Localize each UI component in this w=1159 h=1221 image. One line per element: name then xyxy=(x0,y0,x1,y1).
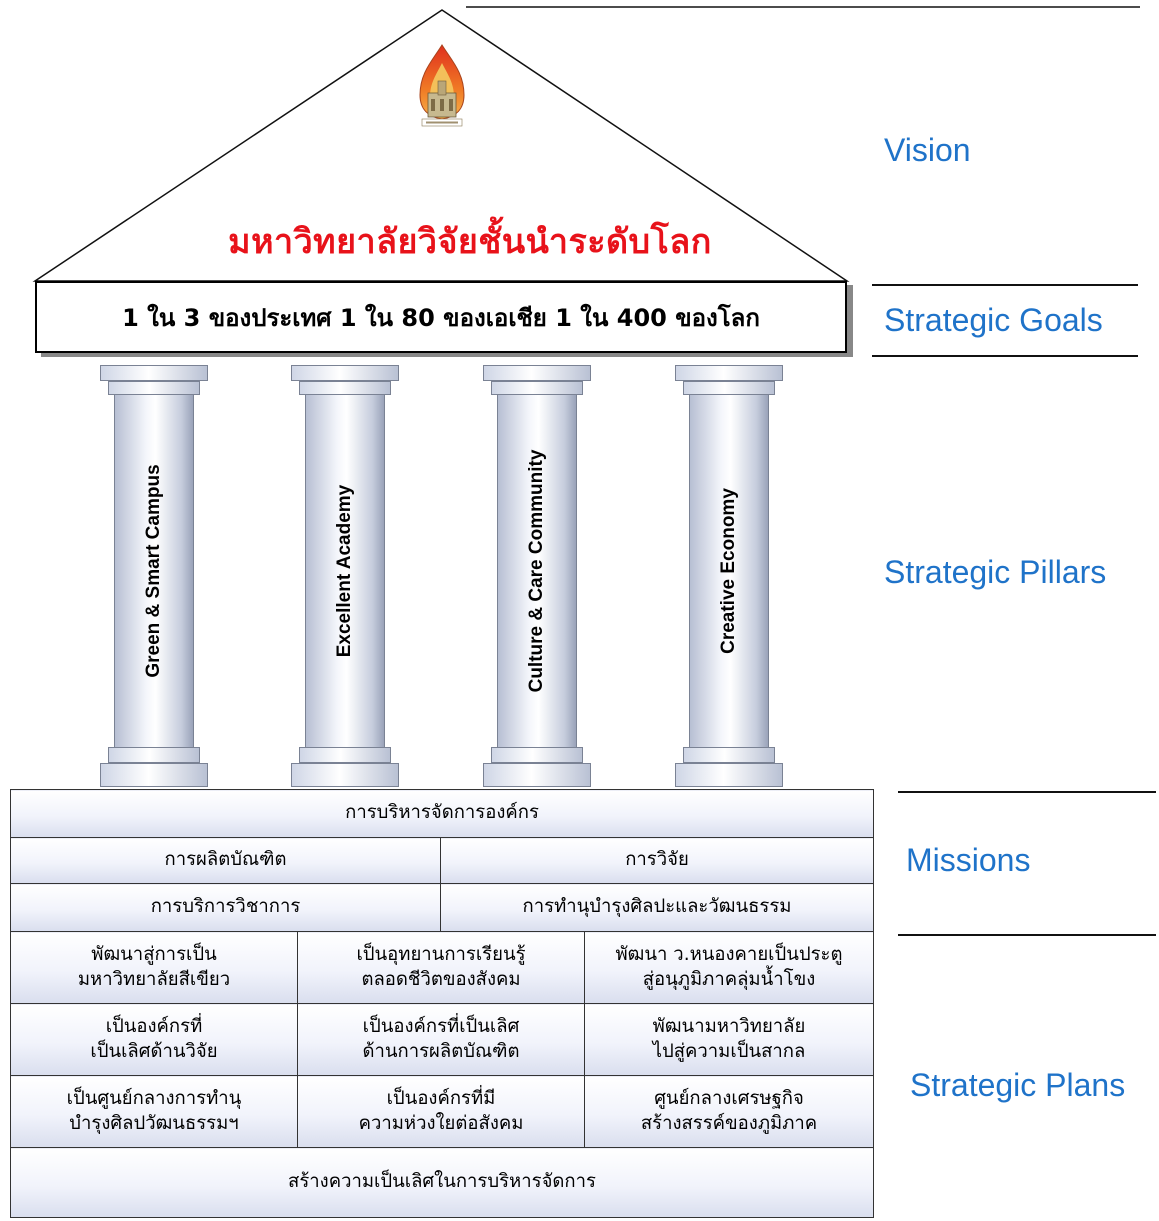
separator-line xyxy=(872,284,1138,286)
university-logo xyxy=(419,44,465,127)
mission-research: การวิจัย xyxy=(439,837,875,884)
mission-arts-culture: การทำนุบำรุงศิลปะและวัฒนธรรม xyxy=(439,883,875,932)
strategic-goals-box: 1 ใน 3 ของประเทศ 1 ใน 80 ของเอเชีย 1 ใน … xyxy=(35,281,847,353)
pillar-culture-care-community: Culture & Care Community xyxy=(483,355,591,787)
plan-internationalization: พัฒนามหาวิทยาลัยไปสู่ความเป็นสากล xyxy=(583,1003,875,1076)
plan-research-excellence: เป็นองค์กรที่เป็นเลิศด้านวิจัย xyxy=(10,1003,298,1076)
label-strategic-pillars: Strategic Pillars xyxy=(884,554,1107,590)
separator-line xyxy=(898,934,1156,936)
label-vision: Vision xyxy=(884,132,971,168)
pillar-label: Excellent Academy xyxy=(334,484,355,658)
plan-graduate-excellence: เป็นองค์กรที่เป็นเลิศด้านการผลิตบัณฑิต xyxy=(297,1003,585,1076)
strategic-goals-text: 1 ใน 3 ของประเทศ 1 ใน 80 ของเอเชีย 1 ใน … xyxy=(122,303,760,332)
label-strategic-plans: Strategic Plans xyxy=(910,1067,1126,1103)
vision-statement: มหาวิทยาลัยวิจัยชั้นนำระดับโลก xyxy=(228,222,712,262)
label-strategic-goals: Strategic Goals xyxy=(884,302,1103,338)
plan-management-excellence: สร้างความเป็นเลิศในการบริหารจัดการ xyxy=(9,1147,875,1218)
foundation-table: การบริหารจัดการองค์กร การผลิตบัณฑิต การว… xyxy=(9,789,875,1218)
plan-lifelong-learning: เป็นอุทยานการเรียนรู้ตลอดชีวิตของสังคม xyxy=(297,931,585,1004)
mission-management: การบริหารจัดการองค์กร xyxy=(9,789,875,838)
label-missions: Missions xyxy=(906,842,1031,878)
pillar-excellent-academy: Excellent Academy xyxy=(291,355,399,787)
pillar-label: Culture & Care Community xyxy=(526,449,547,693)
pillar-label: Creative Economy xyxy=(718,488,739,654)
plan-nongkhai-gateway: พัฒนา ว.หนองคายเป็นประตูสู่อนุภูมิภาคลุ่… xyxy=(583,931,875,1004)
pillar-creative-economy: Creative Economy xyxy=(675,355,783,787)
plan-social-care: เป็นองค์กรที่มีความห่วงใยต่อสังคม xyxy=(297,1075,585,1148)
mission-graduate-production: การผลิตบัณฑิต xyxy=(10,837,441,884)
plan-green-university: พัฒนาสู่การเป็นมหาวิทยาลัยสีเขียว xyxy=(10,931,298,1004)
pillar-green-smart-campus: Green & Smart Campus xyxy=(100,355,208,787)
plan-arts-culture-center: เป็นศูนย์กลางการทำนุบำรุงศิลปวัฒนธรรมฯ xyxy=(10,1075,298,1148)
plan-creative-economy-center: ศูนย์กลางเศรษฐกิจสร้างสรรค์ของภูมิภาค xyxy=(583,1075,875,1148)
mission-academic-service: การบริการวิชาการ xyxy=(10,883,441,932)
pillar-label: Green & Smart Campus xyxy=(143,464,164,678)
separator-line xyxy=(872,355,1138,357)
separator-line xyxy=(898,791,1156,793)
